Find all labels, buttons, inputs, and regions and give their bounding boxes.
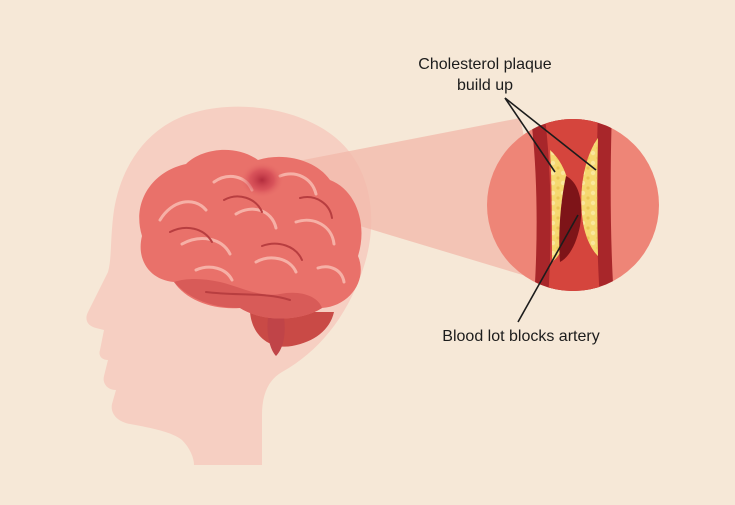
brain-sulci [169,195,333,301]
clot-label: Blood lot blocks artery [442,328,600,345]
clot-pointer [517,214,579,323]
brain [139,149,362,356]
magnify-beam [260,118,556,285]
plaque-pointer-right [504,97,597,171]
pointer-lines [504,97,597,323]
magnified-artery [487,119,659,291]
plaque-label-line2: build up [456,77,514,94]
lesion-spot [240,162,284,198]
plaque-pointer-left [504,97,556,173]
blood-clot [559,176,582,262]
plaque-label: Cholesterol plaque build up [405,54,565,96]
brain-stem [267,318,285,356]
plaque-label-line1: Cholesterol plaque [418,56,552,73]
temporal-lobe [174,279,322,319]
cerebrum [139,149,362,319]
